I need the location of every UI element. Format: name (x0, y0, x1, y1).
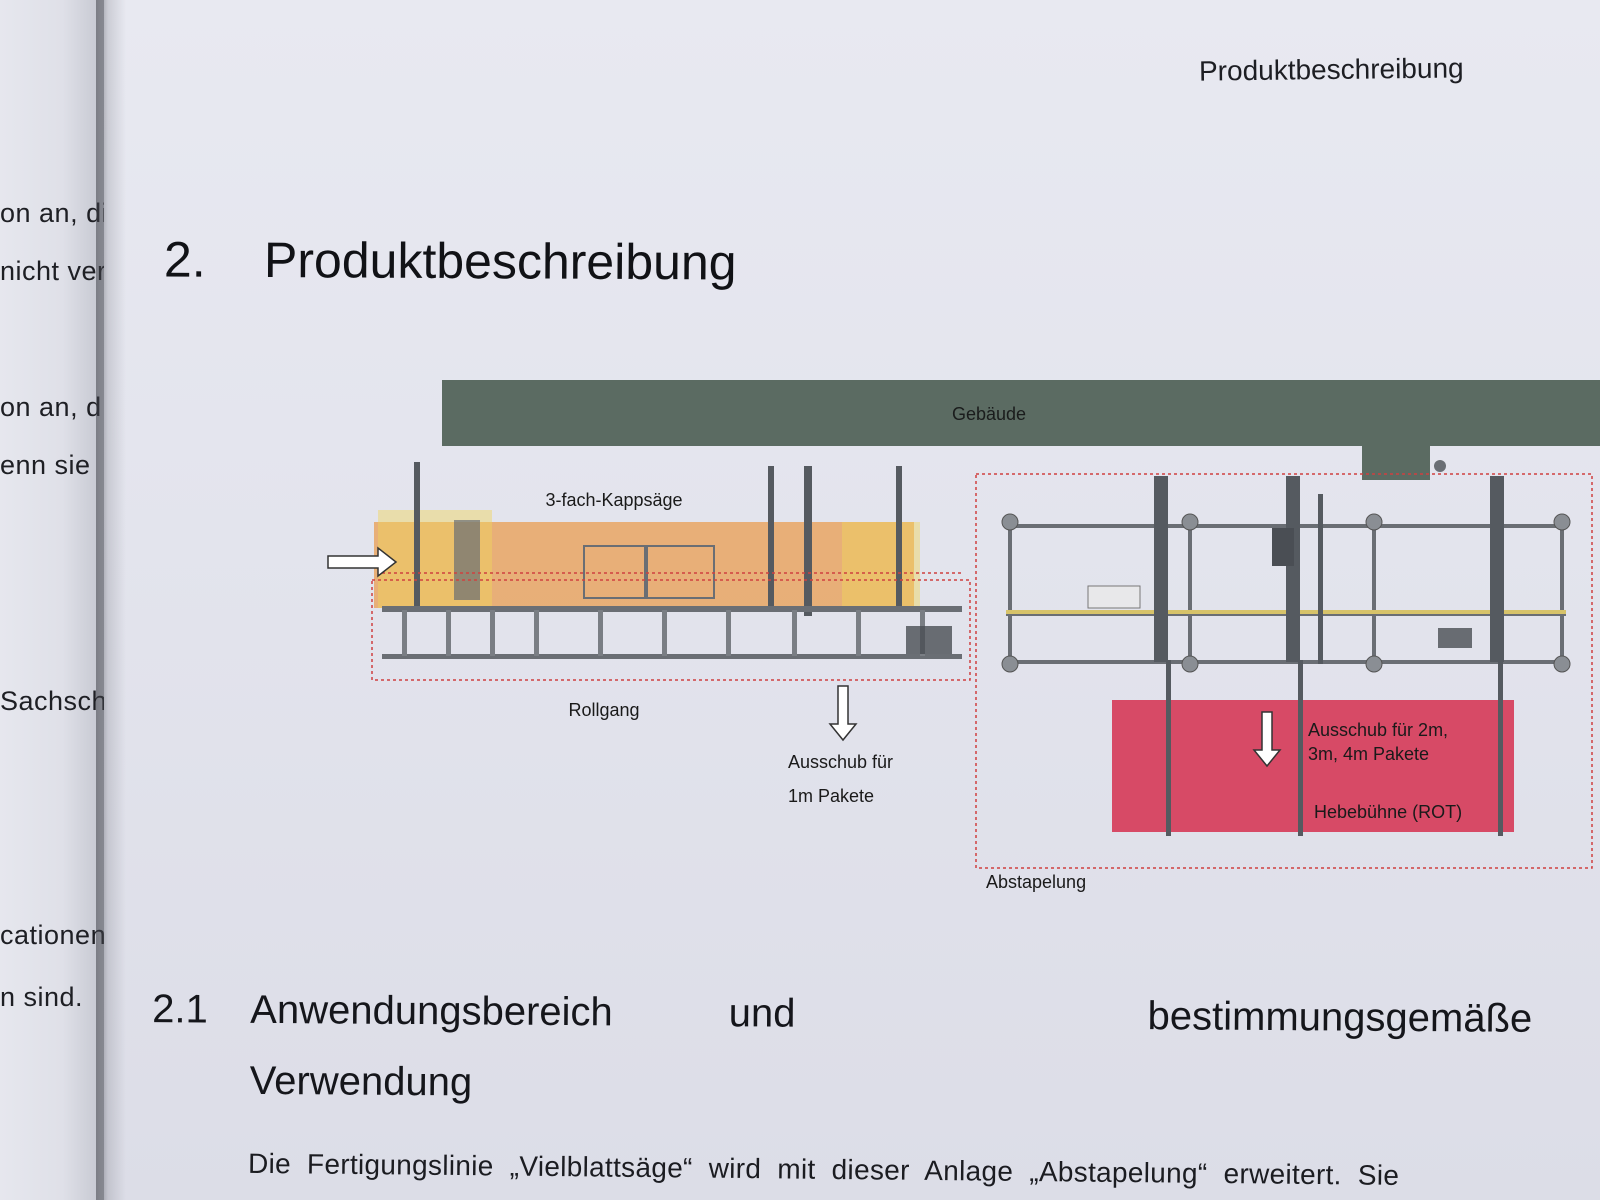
roller-base (382, 654, 962, 659)
eject-1m-label-line2: 1m Pakete (788, 786, 874, 806)
lift-legs (1166, 660, 1503, 836)
frame-bolts (1001, 513, 1571, 673)
saw-post (804, 466, 812, 616)
section-title-word: und (728, 991, 796, 1036)
eject-1m-label-line1: Ausschub für (788, 752, 893, 772)
roller-legs (402, 610, 925, 656)
lift-platform (1112, 700, 1514, 832)
section-title-line2: Verwendung (249, 1058, 473, 1105)
facing-page-line: cationen (0, 920, 104, 950)
saw-post (768, 466, 774, 612)
lift-motor (1272, 528, 1294, 566)
saw-unit (454, 520, 480, 600)
facing-page: on an, die nicht verm on an, d enn sie S… (0, 0, 104, 1200)
saw-label: 3-fach-Kappsäge (545, 490, 682, 510)
running-header: Produktbeschreibung (1198, 52, 1464, 87)
saw-frame-divider (644, 546, 648, 598)
section-title-word: bestimmungsgemäße (1147, 994, 1533, 1041)
stacking-zone: Ausschub für 2m, 3m, 4m Pakete Hebebühne… (975, 473, 1593, 892)
facing-page-line: on an, d (0, 392, 102, 422)
main-page: Produktbeschreibung 2. Produktbeschreibun… (104, 0, 1600, 1200)
facing-page-line: n sind. (0, 982, 84, 1012)
section-title-word: Anwendungsbereich (250, 987, 613, 1035)
facing-page-line: on an, die (0, 198, 104, 228)
facing-page-line: enn sie (0, 450, 91, 480)
saw-post (414, 462, 420, 612)
lift-label: Hebebühne (ROT) (1314, 802, 1462, 822)
book-gutter-shadow (96, 0, 126, 1200)
drive-motor (906, 626, 952, 654)
section-number: 2.1 (152, 987, 209, 1032)
saw-rollgang-zone: 3-fach-Kappsäge Rollgang Ausschub für 1m… (327, 462, 971, 806)
body-paragraph: Die Fertigungslinie „Vielblattsäge“ wird… (247, 1147, 1400, 1191)
plant-layout-drawing: Gebäude (327, 380, 1600, 892)
facing-page-line: Sachsch (0, 686, 104, 716)
chapter-title: Produktbeschreibung (263, 232, 737, 291)
building-label: Gebäude (952, 404, 1026, 424)
roller-label: Rollgang (568, 700, 639, 720)
column-marker (1434, 460, 1446, 472)
roller-rail (382, 606, 962, 612)
control-cabinet (1087, 585, 1141, 609)
chapter-number: 2. (163, 231, 206, 288)
plant-layout-figure: Gebäude (214, 370, 1600, 905)
lift-drive (1438, 628, 1472, 648)
facing-page-line: nicht verm (0, 256, 104, 286)
eject-1m-arrow-icon (828, 685, 858, 742)
building-block: Gebäude (442, 380, 1600, 480)
rollgang-boundary (371, 579, 971, 681)
stacking-boundary (975, 473, 1593, 869)
building-bar (442, 380, 1600, 446)
outfeed-station (842, 522, 920, 608)
chapter-heading: 2. Produktbeschreibung (164, 231, 737, 292)
eject-big-label-line1: Ausschub für 2m, (1308, 720, 1448, 740)
section-heading: 2.1 Anwendungsbereich und bestimmungsgem… (152, 987, 1533, 1113)
saw-post (896, 466, 902, 612)
infeed-arrow-icon (327, 546, 398, 578)
stacking-columns (1154, 476, 1504, 664)
eject-big-label-line2: 3m, 4m Pakete (1308, 744, 1429, 764)
eject-big-arrow-icon (1252, 711, 1282, 768)
saw-frame (583, 545, 715, 599)
stacking-label: Abstapelung (986, 872, 1086, 892)
